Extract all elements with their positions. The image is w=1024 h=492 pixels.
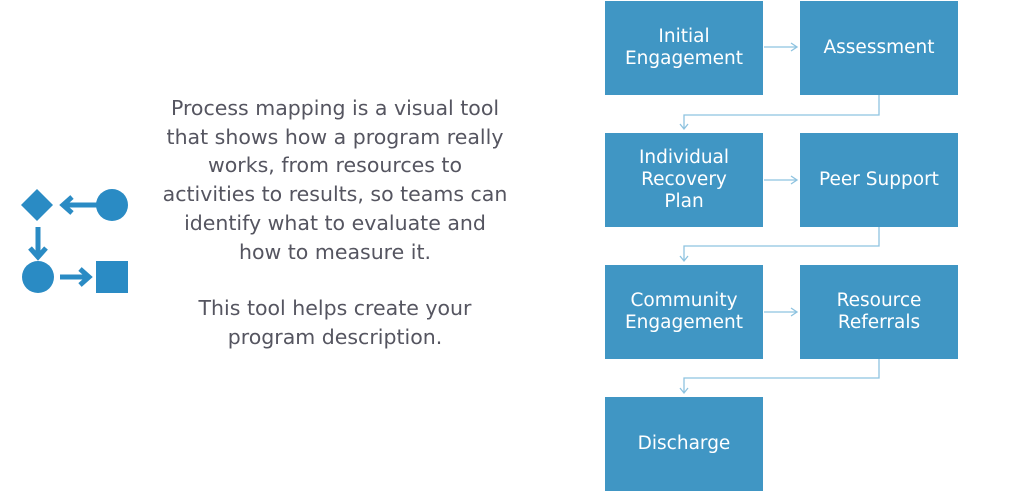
- connector-arrow: [679, 227, 880, 263]
- step-peer-support: Peer Support: [800, 133, 958, 227]
- connector-arrow: [764, 307, 799, 317]
- circle-shape-bottom: [22, 261, 54, 293]
- connector-arrow: [679, 95, 880, 131]
- step-assessment: Assessment: [800, 1, 958, 95]
- description-paragraph: This tool helps create your program desc…: [198, 296, 472, 349]
- connector-arrow: [764, 175, 799, 185]
- diamond-shape: [21, 189, 53, 221]
- description-paragraph: Process mapping is a visual tool that sh…: [162, 96, 508, 264]
- step-resource-referrals: Resource Referrals: [800, 265, 958, 359]
- connector-arrow: [679, 359, 880, 395]
- step-discharge: Discharge: [605, 397, 763, 491]
- step-initial-engagement: Initial Engagement: [605, 1, 763, 95]
- connector-arrow: [764, 42, 799, 52]
- square-shape: [96, 261, 128, 293]
- process-map-icon: [21, 189, 128, 293]
- step-individual-recovery-plan: Individual Recovery Plan: [605, 133, 763, 227]
- description-text: Process mapping is a visual tool that sh…: [160, 94, 510, 352]
- circle-shape-top: [96, 189, 128, 221]
- step-community-engagement: Community Engagement: [605, 265, 763, 359]
